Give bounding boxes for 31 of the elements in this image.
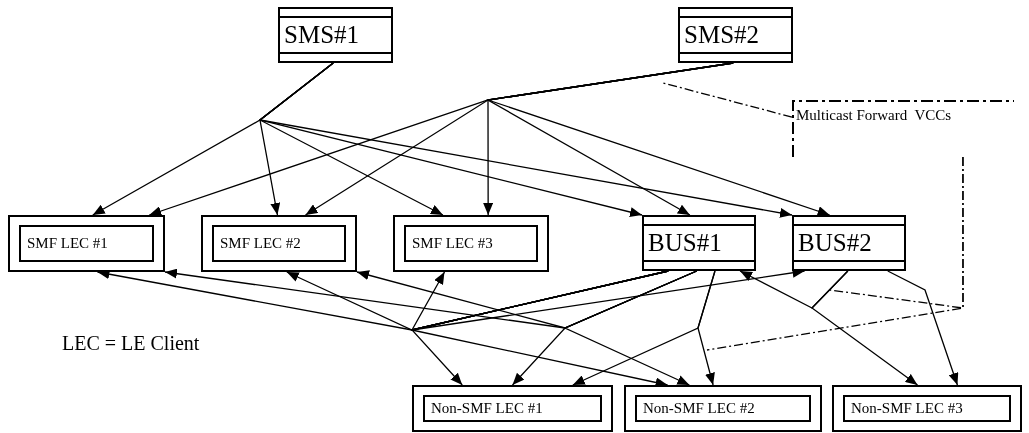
server-box bbox=[642, 215, 756, 271]
node-label: BUS#2 bbox=[798, 229, 872, 257]
node-label: SMS#2 bbox=[684, 21, 760, 49]
arrow bbox=[697, 270, 716, 386]
note-text: LEC = LE Client bbox=[62, 332, 200, 355]
server-box bbox=[678, 7, 793, 63]
client-box bbox=[8, 215, 165, 272]
node-label: SMF LEC #1 bbox=[27, 235, 108, 252]
client-box bbox=[832, 385, 1022, 432]
node-label: BUS#1 bbox=[648, 229, 722, 257]
leader-line bbox=[706, 156, 964, 351]
arrow bbox=[887, 270, 959, 386]
node-label: Non-SMF LEC #2 bbox=[643, 400, 755, 417]
node-label: Non-SMF LEC #3 bbox=[851, 400, 963, 417]
client-box bbox=[624, 385, 822, 432]
arrow bbox=[811, 270, 919, 386]
server-box bbox=[278, 7, 393, 63]
callout-box bbox=[792, 100, 1014, 157]
node-label: SMF LEC #2 bbox=[220, 235, 301, 252]
node-label: SMS#1 bbox=[284, 21, 360, 49]
node-label: Non-SMF LEC #1 bbox=[431, 400, 543, 417]
arrow bbox=[258, 62, 793, 218]
node-label: SMF LEC #3 bbox=[412, 235, 493, 252]
client-box bbox=[393, 215, 549, 272]
node-label: Multicast Forward VCCs bbox=[796, 107, 952, 123]
client-box bbox=[412, 385, 613, 432]
client-box bbox=[201, 215, 357, 272]
leader-line bbox=[662, 82, 793, 118]
arrow bbox=[563, 270, 698, 386]
server-box bbox=[792, 215, 906, 271]
arrow bbox=[487, 62, 831, 216]
